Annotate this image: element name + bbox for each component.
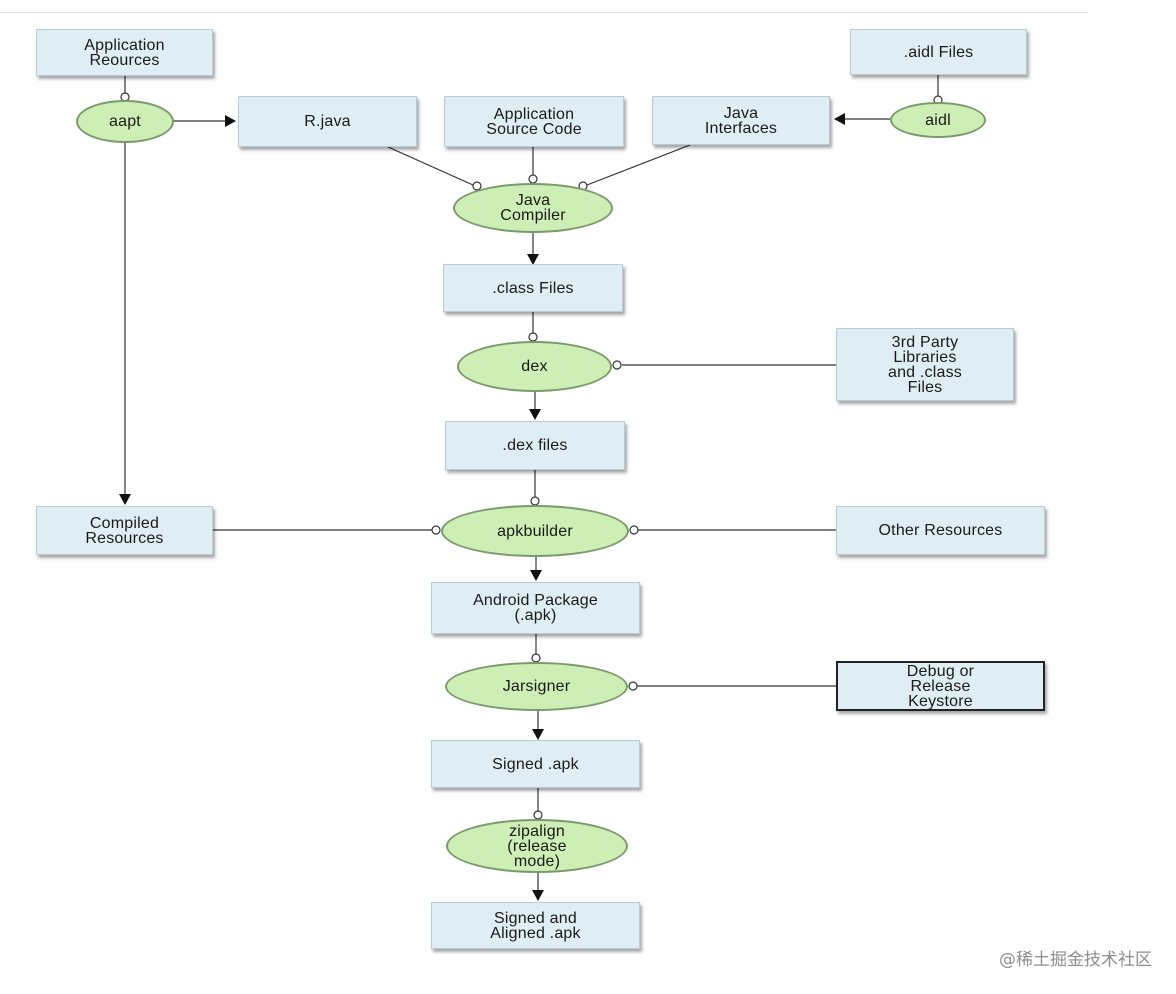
port-jarsigner-top bbox=[531, 653, 541, 663]
port-zipalign-top bbox=[533, 810, 543, 820]
third-party-libraries-box: 3rd Party Libraries and .class Files bbox=[836, 328, 1014, 401]
line-rjava-compiler bbox=[387, 146, 474, 186]
port-apkbuilder-right bbox=[629, 525, 639, 535]
dex-files-box: .dex files bbox=[445, 421, 625, 470]
aidl-files-box: .aidl Files bbox=[850, 29, 1027, 75]
watermark: @稀土掘金技术社区 bbox=[999, 950, 1152, 970]
debug-release-keystore-box: Debug or Release Keystore bbox=[836, 661, 1045, 711]
line-interfaces-compiler bbox=[586, 144, 691, 186]
top-divider bbox=[0, 12, 1088, 13]
port-dex-top bbox=[528, 332, 538, 342]
dex-tool: dex bbox=[457, 341, 612, 392]
class-files-box: .class Files bbox=[443, 264, 623, 312]
java-compiler-tool: Java Compiler bbox=[453, 183, 613, 233]
port-apkbuilder-top bbox=[530, 496, 540, 506]
aapt-tool: aapt bbox=[76, 100, 174, 143]
port-dex-right bbox=[612, 360, 622, 370]
application-source-code-box: Application Source Code bbox=[444, 96, 624, 147]
port-jarsigner-right bbox=[628, 681, 638, 691]
r-java-box: R.java bbox=[238, 96, 417, 147]
zipalign-tool: zipalign (release mode) bbox=[446, 819, 628, 873]
jarsigner-tool: Jarsigner bbox=[445, 662, 628, 711]
android-package-box: Android Package (.apk) bbox=[431, 582, 640, 634]
java-interfaces-box: Java Interfaces bbox=[652, 96, 830, 145]
signed-apk-box: Signed .apk bbox=[431, 740, 640, 788]
application-resources-box: Application Reources bbox=[36, 29, 213, 76]
port-apkbuilder-left bbox=[431, 525, 441, 535]
signed-aligned-apk-box: Signed and Aligned .apk bbox=[431, 902, 640, 949]
apkbuilder-tool: apkbuilder bbox=[441, 505, 629, 557]
port-compiler-top bbox=[528, 174, 538, 184]
aidl-tool: aidl bbox=[890, 102, 986, 138]
other-resources-box: Other Resources bbox=[836, 506, 1045, 555]
compiled-resources-box: Compiled Resources bbox=[36, 506, 213, 555]
